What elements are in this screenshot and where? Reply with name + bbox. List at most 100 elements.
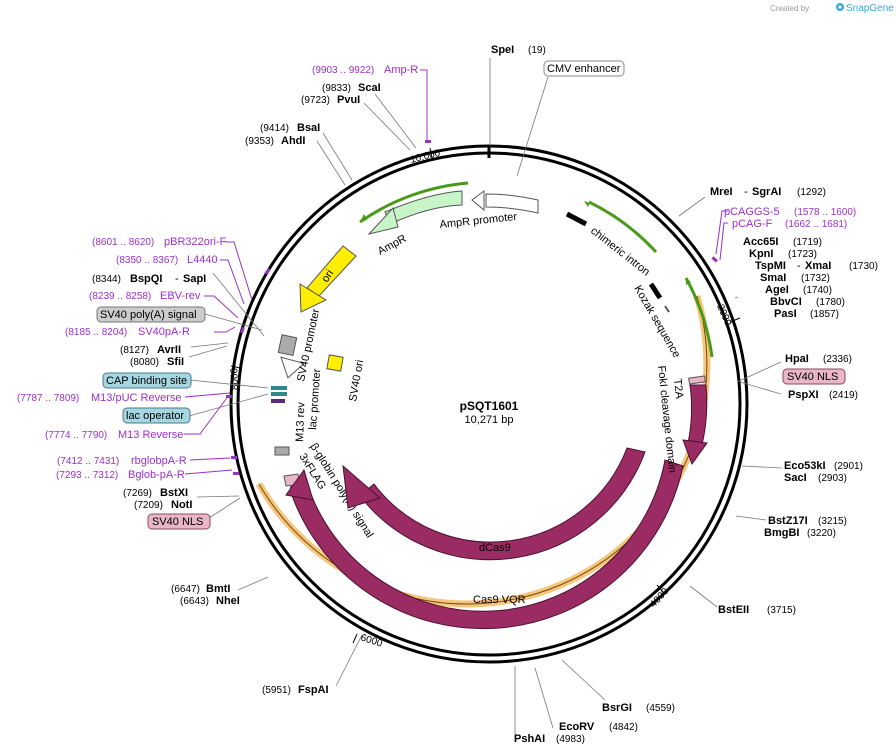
site-bstz17i[interactable]: BstZ17I (3215) (768, 515, 847, 527)
svg-text:(3215): (3215) (818, 516, 847, 527)
svg-text:(1730): (1730) (849, 261, 878, 272)
site-avrii[interactable]: (8127) AvrII (120, 344, 181, 356)
site-nhei[interactable]: (6643) NheI (180, 595, 240, 607)
sv40-polya-block[interactable] (277, 334, 298, 357)
snapgene-credit[interactable]: Created by SnapGene (770, 3, 894, 14)
box-lac-operator[interactable]: lac operator (122, 407, 191, 424)
site-kpni[interactable]: KpnI (1723) (749, 248, 817, 260)
primer-pbr322ori-f[interactable]: (8601 .. 8620) pBR322ori-F (92, 236, 227, 248)
site-pvui[interactable]: (9723) PvuI (301, 94, 360, 106)
sv40-ori-label: SV40 ori (347, 359, 366, 403)
box-sv40-nls-left[interactable]: SV40 NLS (147, 513, 211, 530)
svg-text:(8127): (8127) (120, 345, 149, 356)
site-bmti[interactable]: (6647) BmtI (171, 583, 230, 595)
chimeric-bar (565, 211, 588, 227)
svg-text:(3220): (3220) (807, 528, 836, 539)
box-sv40-polya[interactable]: SV40 poly(A) signal (96, 306, 206, 323)
site-hpai[interactable]: HpaI (2336) (785, 353, 852, 365)
svg-text:-: - (744, 186, 748, 198)
site-bstxi[interactable]: (7269) BstXI (123, 487, 188, 499)
svg-text:BbvCI: BbvCI (770, 296, 802, 308)
dcas9-feature[interactable]: dCas9 (342, 447, 646, 561)
site-sfii[interactable]: (8080) SfiI (130, 356, 184, 368)
site-pshai[interactable]: PshAI (4983) (514, 733, 585, 745)
primer-amp-r[interactable]: (9903 .. 9922) Amp-R (312, 64, 418, 76)
svg-text:(9353): (9353) (245, 136, 274, 147)
svg-text:pCAGGS-5: pCAGGS-5 (724, 206, 780, 218)
site-bspqi-sapi[interactable]: (8344) BspQI - SapI (92, 273, 206, 285)
svg-text:SV40 poly(A) signal: SV40 poly(A) signal (100, 309, 197, 321)
sv40-promoter-arrow[interactable] (276, 356, 306, 381)
svg-text:(9723): (9723) (301, 95, 330, 106)
site-acc65i[interactable]: Acc65I (1719) (743, 236, 822, 248)
svg-text:FspAI: FspAI (298, 684, 329, 696)
plasmid-name: pSQT1601 (460, 399, 519, 413)
svg-text:(2419): (2419) (829, 390, 858, 401)
svg-text:Acc65I: Acc65I (743, 236, 778, 248)
site-mrei-sgrai[interactable]: MreI - SgrAI (1292) (710, 186, 826, 198)
box-sv40-nls-right[interactable]: SV40 NLS (782, 368, 846, 385)
svg-text:pBR322ori-F: pBR322ori-F (164, 236, 227, 248)
site-fspai[interactable]: (5951) FspAI (262, 684, 329, 696)
primer-l4440[interactable]: (8350 .. 8367) L4440 (116, 254, 218, 266)
site-tspmi-xmai[interactable]: TspMI - XmaI (1730) (755, 260, 878, 272)
primer-ebv-rev[interactable]: (8239 .. 8258) EBV-rev (89, 290, 201, 302)
site-scai[interactable]: (9833) ScaI (322, 82, 381, 94)
site-saci[interactable]: SacI (2903) (784, 472, 847, 484)
svg-text:(4983): (4983) (556, 734, 585, 745)
svg-text:(8185 .. 8204): (8185 .. 8204) (65, 327, 127, 338)
svg-text:(2903): (2903) (818, 473, 847, 484)
primer-rbglobpa-r[interactable]: (7412 .. 7431) rbglobpA-R (57, 455, 187, 467)
primer-m13-puc-reverse[interactable]: (7787 .. 7809) M13/pUC Reverse (17, 392, 181, 404)
site-smai[interactable]: SmaI (1732) (760, 272, 830, 284)
svg-text:XmaI: XmaI (805, 260, 831, 272)
primer-bglob-pa-r[interactable]: (7293 .. 7312) Bglob-pA-R (56, 469, 185, 481)
svg-text:(6643): (6643) (180, 596, 209, 607)
svg-text:EBV-rev: EBV-rev (160, 290, 201, 302)
svg-text:PvuI: PvuI (337, 94, 360, 106)
svg-text:(8601 .. 8620): (8601 .. 8620) (92, 237, 154, 248)
svg-text:(2901): (2901) (834, 461, 863, 472)
box-cap-binding-site[interactable]: CAP binding site (102, 372, 192, 389)
svg-text:HpaI: HpaI (785, 353, 809, 365)
svg-text:(1719): (1719) (793, 237, 822, 248)
primer-pcagf[interactable]: pCAG-F (1662 .. 1681) (732, 218, 847, 230)
svg-text:(1732): (1732) (801, 273, 830, 284)
primer-sv40pa-r[interactable]: (8185 .. 8204) SV40pA-R (65, 326, 190, 338)
primer-pcaggs5[interactable]: pCAGGS-5 (1578 .. 1600) (724, 206, 856, 218)
svg-text:SpeI: SpeI (491, 44, 514, 56)
site-bmgbi[interactable]: BmgBI (3220) (764, 527, 836, 539)
ori-feature[interactable]: ori (299, 245, 357, 313)
svg-text:-: - (175, 273, 179, 285)
plasmid-size: 10,271 bp (465, 414, 514, 426)
sv40-ori-block[interactable] (326, 354, 344, 372)
site-eco53ki[interactable]: Eco53kI (2901) (784, 460, 863, 472)
svg-text:(7269): (7269) (123, 488, 152, 499)
site-pspxi[interactable]: PspXI (2419) (788, 389, 858, 401)
svg-text:(1578 .. 1600): (1578 .. 1600) (794, 207, 856, 218)
site-agei[interactable]: AgeI (1740) (765, 284, 832, 296)
site-spei[interactable]: SpeI (19) (491, 44, 546, 56)
site-bsteii[interactable]: BstEII (3715) (718, 604, 796, 616)
svg-text:SfiI: SfiI (167, 356, 184, 368)
snapgene-logo-icon (836, 3, 844, 11)
box-cmv-enhancer[interactable]: CMV enhancer (543, 60, 625, 77)
ori-label: ori (319, 268, 336, 285)
site-bbvci[interactable]: BbvCI (1780) (770, 296, 845, 308)
site-pasi[interactable]: PasI (1857) (774, 308, 839, 320)
svg-text:(1857): (1857) (810, 309, 839, 320)
svg-text:BmgBI: BmgBI (764, 527, 799, 539)
credit-prefix: Created by (770, 4, 809, 13)
site-bsrgi[interactable]: BsrGI (4559) (602, 702, 675, 714)
bglobin-block[interactable] (274, 446, 290, 456)
site-ecorv[interactable]: EcoRV (4842) (559, 721, 638, 733)
site-ahdi[interactable]: (9353) AhdI (245, 135, 305, 147)
svg-text:M13/pUC Reverse: M13/pUC Reverse (91, 392, 181, 404)
svg-text:AgeI: AgeI (765, 284, 789, 296)
site-bsai[interactable]: (9414) BsaI (260, 122, 320, 134)
t2a-block[interactable] (688, 375, 706, 385)
site-noti[interactable]: (7209) NotI (134, 499, 192, 511)
ampr-label: AmpR (376, 233, 409, 258)
primer-m13-reverse[interactable]: (7774 .. 7790) M13 Reverse (45, 429, 183, 441)
cas9vqr-feature[interactable]: Cas9 VQR (285, 459, 684, 630)
